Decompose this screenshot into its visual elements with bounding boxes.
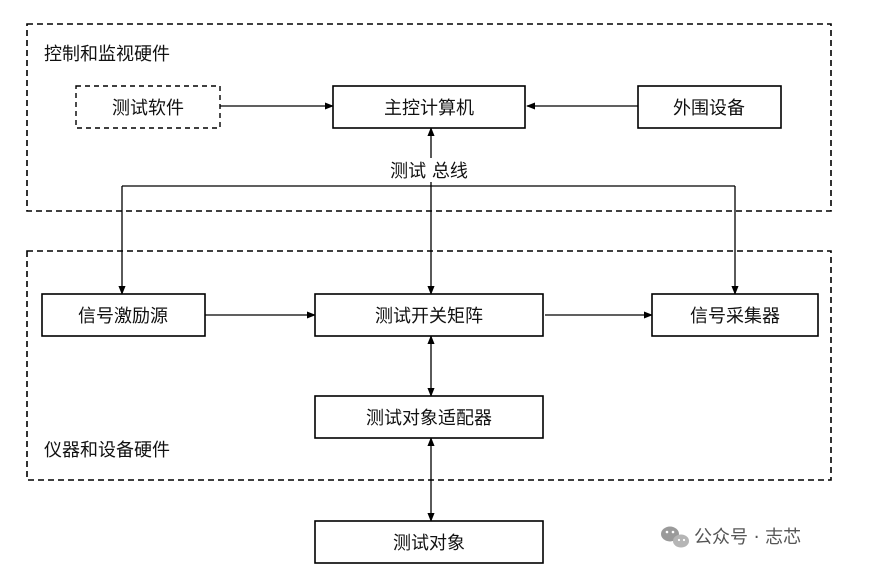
bus-label: 测试 总线 [390,161,468,182]
adapter-label: 测试对象适配器 [366,408,492,429]
peripherals-label: 外围设备 [673,98,745,119]
test-software-label: 测试软件 [112,98,184,119]
peripherals-box: 外围设备 [637,85,782,129]
test-object-box: 测试对象 [314,520,544,564]
instrument-region-label: 仪器和设备硬件 [44,440,170,461]
main-computer-label: 主控计算机 [384,98,474,119]
adapter-box: 测试对象适配器 [314,395,544,439]
test-software-box: 测试软件 [75,85,221,129]
control-region-label: 控制和监视硬件 [44,44,170,65]
signal-collector-box: 信号采集器 [651,293,819,337]
signal-source-label: 信号激励源 [78,306,168,327]
bus-label-bg [369,158,489,182]
watermark: 公众号 · 志芯 [661,526,801,548]
switch-matrix-label: 测试开关矩阵 [375,306,483,327]
signal-collector-label: 信号采集器 [690,306,780,327]
test-object-label: 测试对象 [393,533,465,554]
signal-source-box: 信号激励源 [41,293,206,337]
main-computer-box: 主控计算机 [332,85,526,129]
wechat-icon [661,526,689,548]
watermark-text: 公众号 · 志芯 [694,527,801,548]
switch-matrix-box: 测试开关矩阵 [314,293,544,337]
